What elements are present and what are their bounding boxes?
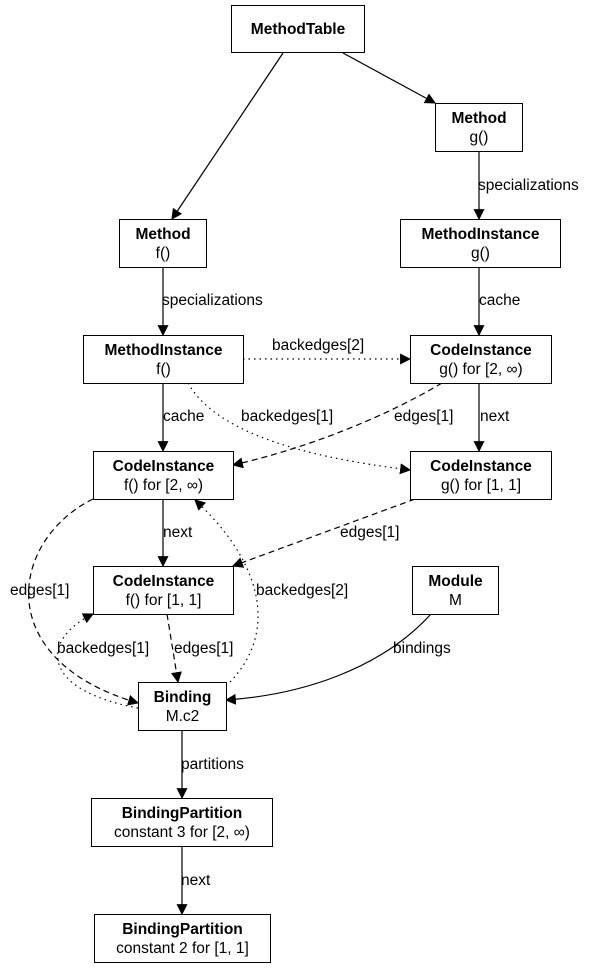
node-subtitle: g() (469, 128, 489, 146)
edge-label-edges1-g2: edges[1] (394, 408, 454, 425)
node-method-table: MethodTable (231, 5, 365, 53)
node-title: MethodTable (250, 20, 346, 38)
edge-label-bindings: bindings (393, 640, 451, 657)
node-subtitle: constant 3 for [2, ∞) (114, 823, 250, 841)
node-bindingpartition-3: BindingPartition constant 3 for [2, ∞) (91, 798, 273, 847)
node-subtitle: f() for [1, 1] (125, 591, 202, 609)
node-bindingpartition-2: BindingPartition constant 2 for [1, 1] (94, 914, 271, 963)
node-codeinstance-f-2-inf: CodeInstance f() for [2, ∞) (93, 451, 234, 500)
edge-label-specializations-f: specializations (162, 292, 263, 309)
node-title: CodeInstance (430, 341, 532, 359)
node-subtitle: M.c2 (165, 707, 200, 725)
node-subtitle: f() (155, 244, 171, 262)
node-title: Binding (153, 688, 212, 706)
node-subtitle: g() for [2, ∞) (439, 360, 523, 378)
node-method-g: Method g() (435, 103, 523, 152)
edge-label-next-bp: next (181, 872, 211, 889)
node-title: CodeInstance (430, 457, 532, 475)
edge-codeinstance-g2-edges1 (231, 382, 443, 469)
edge-methodtable-method-g (342, 52, 436, 104)
edge-label-specializations-g: specializations (478, 177, 579, 194)
edge-binding-codeinstance-f2-backedges2 (194, 499, 259, 683)
node-codeinstance-f-1-1: CodeInstance f() for [1, 1] (93, 566, 234, 615)
node-methodinstance-g: MethodInstance g() (400, 219, 561, 268)
edge-codeinstance-g1-edges1 (231, 498, 416, 568)
edge-label-cache-g: cache (479, 292, 521, 309)
edge-label-next-g: next (480, 408, 510, 425)
node-title: Method (451, 109, 507, 127)
node-subtitle: g() (471, 244, 490, 262)
node-codeinstance-g-1-1: CodeInstance g() for [1, 1] (410, 451, 552, 500)
node-title: BindingPartition (121, 804, 243, 822)
node-module-m: Module M (412, 566, 499, 615)
node-title: BindingPartition (122, 920, 243, 938)
edge-label-backedges1-low: backedges[1] (57, 640, 150, 657)
edge-module-bindings (224, 613, 432, 705)
node-subtitle: M (449, 591, 462, 609)
node-methodinstance-f: MethodInstance f() (83, 335, 244, 384)
node-title: Module (428, 572, 483, 590)
edge-methodtable-method-f (171, 52, 284, 220)
edge-label-backedges2-top: backedges[2] (272, 337, 365, 354)
node-binding: Binding M.c2 (138, 682, 227, 731)
node-subtitle: f() for [2, ∞) (123, 476, 204, 494)
edge-binding-codeinstance-f1-backedges1 (57, 613, 139, 709)
edge-label-next-f: next (163, 524, 193, 541)
node-codeinstance-g-2-inf: CodeInstance g() for [2, ∞) (410, 335, 552, 384)
edge-label-backedges2-right: backedges[2] (256, 582, 349, 599)
node-subtitle: f() (156, 360, 171, 378)
node-title: MethodInstance (104, 341, 223, 359)
edge-label-cache-f: cache (163, 408, 205, 425)
edge-label-edges1-g1: edges[1] (340, 524, 400, 541)
edge-label-edges1-low: edges[1] (174, 640, 234, 657)
edge-label-edges1-left: edges[1] (10, 582, 70, 599)
edge-codeinstance-f2-binding-edges1 (28, 498, 140, 706)
node-subtitle: constant 2 for [1, 1] (116, 939, 249, 957)
node-title: CodeInstance (112, 457, 215, 475)
node-method-f: Method f() (119, 219, 207, 268)
edge-label-partitions: partitions (181, 756, 244, 773)
edge-codeinstance-f1-binding-edges1 (166, 613, 182, 684)
node-title: Method (135, 225, 191, 243)
edge-label-backedges1-mid: backedges[1] (241, 408, 334, 425)
node-subtitle: g() for [1, 1] (440, 476, 522, 494)
node-title: MethodInstance (421, 225, 540, 243)
node-title: CodeInstance (112, 572, 215, 590)
